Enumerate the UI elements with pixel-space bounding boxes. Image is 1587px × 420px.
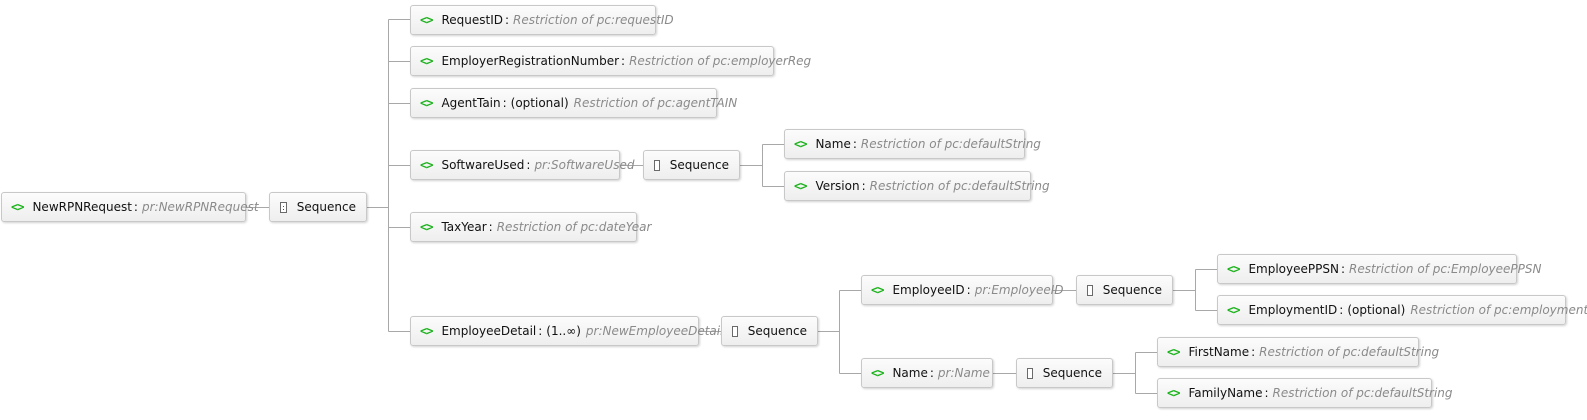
sequence-label: Sequence — [1102, 283, 1162, 297]
element-node-agenttain[interactable]: <> AgentTain: (optional) Restriction of … — [410, 88, 737, 118]
sequence-node-employeeid[interactable]: Sequence — [1076, 275, 1173, 305]
element-type: Restriction of pc:employerReg — [629, 54, 812, 68]
element-name: NewRPNRequest — [32, 200, 132, 214]
element-node-newrpnrequest[interactable]: <> NewRPNRequest: pr:NewRPNRequest — [1, 192, 259, 222]
element-name: EmployerRegistrationNumber — [441, 54, 620, 68]
element-name: FamilyName — [1188, 386, 1263, 400]
sequence-icon — [732, 325, 738, 337]
element-type: pr:SoftwareUsed — [534, 158, 635, 172]
colon: : — [133, 200, 138, 214]
element-icon: <> — [1167, 345, 1180, 359]
element-icon: <> — [420, 96, 433, 110]
element-icon: <> — [871, 283, 884, 297]
element-name: EmployeeDetail — [441, 324, 537, 338]
element-node-software-name[interactable]: <> Name: Restriction of pc:defaultString — [784, 129, 1041, 159]
element-icon: <> — [420, 54, 433, 68]
element-node-software-version[interactable]: <> Version: Restriction of pc:defaultStr… — [784, 171, 1050, 201]
sequence-label: Sequence — [747, 324, 807, 338]
element-node-employerregistrationnumber[interactable]: <> EmployerRegistrationNumber: Restricti… — [410, 46, 811, 76]
element-name: EmployeePPSN — [1248, 262, 1339, 276]
element-icon: <> — [1227, 262, 1240, 276]
element-type: Restriction of pc:defaultString — [1259, 345, 1440, 359]
element-occurrence: (optional) — [510, 96, 569, 110]
sequence-icon — [1027, 367, 1033, 379]
element-name: Name — [892, 366, 928, 380]
sequence-node-softwareused[interactable]: Sequence — [643, 150, 740, 180]
element-occurrence: (1..∞) — [546, 324, 581, 338]
sequence-label: Sequence — [1042, 366, 1102, 380]
element-icon: <> — [11, 200, 24, 214]
element-node-employee-name[interactable]: <> Name: pr:Name — [861, 358, 993, 388]
element-node-employeedetail[interactable]: <> EmployeeDetail: (1..∞) pr:NewEmployee… — [410, 316, 723, 346]
element-type: pr:EmployeeID — [974, 283, 1064, 297]
sequence-icon — [654, 159, 660, 171]
element-name: RequestID — [441, 13, 503, 27]
element-name: AgentTain — [441, 96, 501, 110]
colon: : — [966, 283, 971, 297]
colon: : — [1340, 262, 1345, 276]
element-type: Restriction of pc:defaultString — [869, 179, 1050, 193]
sequence-label: Sequence — [296, 200, 356, 214]
element-icon: <> — [420, 13, 433, 27]
element-type: pr:NewEmployeeDetail — [585, 324, 724, 338]
element-icon: <> — [794, 137, 807, 151]
colon: : — [502, 96, 507, 110]
element-node-taxyear[interactable]: <> TaxYear: Restriction of pc:dateYear — [410, 212, 651, 242]
element-name: EmploymentID — [1248, 303, 1338, 317]
element-node-firstname[interactable]: <> FirstName: Restriction of pc:defaultS… — [1157, 337, 1439, 367]
element-icon: <> — [871, 366, 884, 380]
element-type: pr:NewRPNRequest — [141, 200, 259, 214]
colon: : — [1251, 345, 1256, 359]
element-node-softwareused[interactable]: <> SoftwareUsed: pr:SoftwareUsed — [410, 150, 634, 180]
element-name: SoftwareUsed — [441, 158, 525, 172]
element-icon: <> — [420, 220, 433, 234]
element-node-employeeid[interactable]: <> EmployeeID: pr:EmployeeID — [861, 275, 1064, 305]
element-name: FirstName — [1188, 345, 1250, 359]
element-type: pr:Name — [937, 366, 990, 380]
element-type: Restriction of pc:dateYear — [496, 220, 652, 234]
colon: : — [538, 324, 543, 338]
element-occurrence: (optional) — [1347, 303, 1406, 317]
colon: : — [504, 13, 510, 27]
element-node-employeeppsn[interactable]: <> EmployeePPSN: Restriction of pc:Emplo… — [1217, 254, 1541, 284]
sequence-node-employeedetail[interactable]: Sequence — [721, 316, 818, 346]
element-type: Restriction of pc:defaultString — [1272, 386, 1453, 400]
element-name: Version — [815, 179, 860, 193]
element-icon: <> — [420, 324, 433, 338]
element-type: Restriction of pc:agentTAIN — [573, 96, 738, 110]
sequence-label: Sequence — [669, 158, 729, 172]
colon: : — [929, 366, 934, 380]
element-icon: <> — [1167, 386, 1180, 400]
element-type: Restriction of pc:employmentID — [1410, 303, 1587, 317]
sequence-icon — [280, 201, 287, 213]
element-node-employmentid[interactable]: <> EmploymentID: (optional) Restriction … — [1217, 295, 1587, 325]
element-node-familyname[interactable]: <> FamilyName: Restriction of pc:default… — [1157, 378, 1453, 408]
sequence-node-name[interactable]: Sequence — [1016, 358, 1113, 388]
colon: : — [526, 158, 531, 172]
colon: : — [852, 137, 857, 151]
element-name: TaxYear — [441, 220, 487, 234]
element-icon: <> — [1227, 303, 1240, 317]
sequence-icon — [1087, 284, 1093, 296]
element-type: Restriction of pc:defaultString — [860, 137, 1041, 151]
colon: : — [621, 54, 626, 68]
element-icon: <> — [420, 158, 433, 172]
colon: : — [488, 220, 493, 234]
element-name: Name — [815, 137, 851, 151]
element-name: EmployeeID — [892, 283, 965, 297]
element-icon: <> — [794, 179, 807, 193]
colon: : — [1264, 386, 1269, 400]
element-type: Restriction of pc:requestID — [513, 13, 674, 27]
element-node-requestid[interactable]: <> RequestID: Restriction of pc:requestI… — [410, 5, 674, 35]
colon: : — [1339, 303, 1344, 317]
colon: : — [861, 179, 866, 193]
sequence-node-root[interactable]: Sequence — [269, 192, 367, 222]
element-type: Restriction of pc:EmployeePPSN — [1349, 262, 1542, 276]
